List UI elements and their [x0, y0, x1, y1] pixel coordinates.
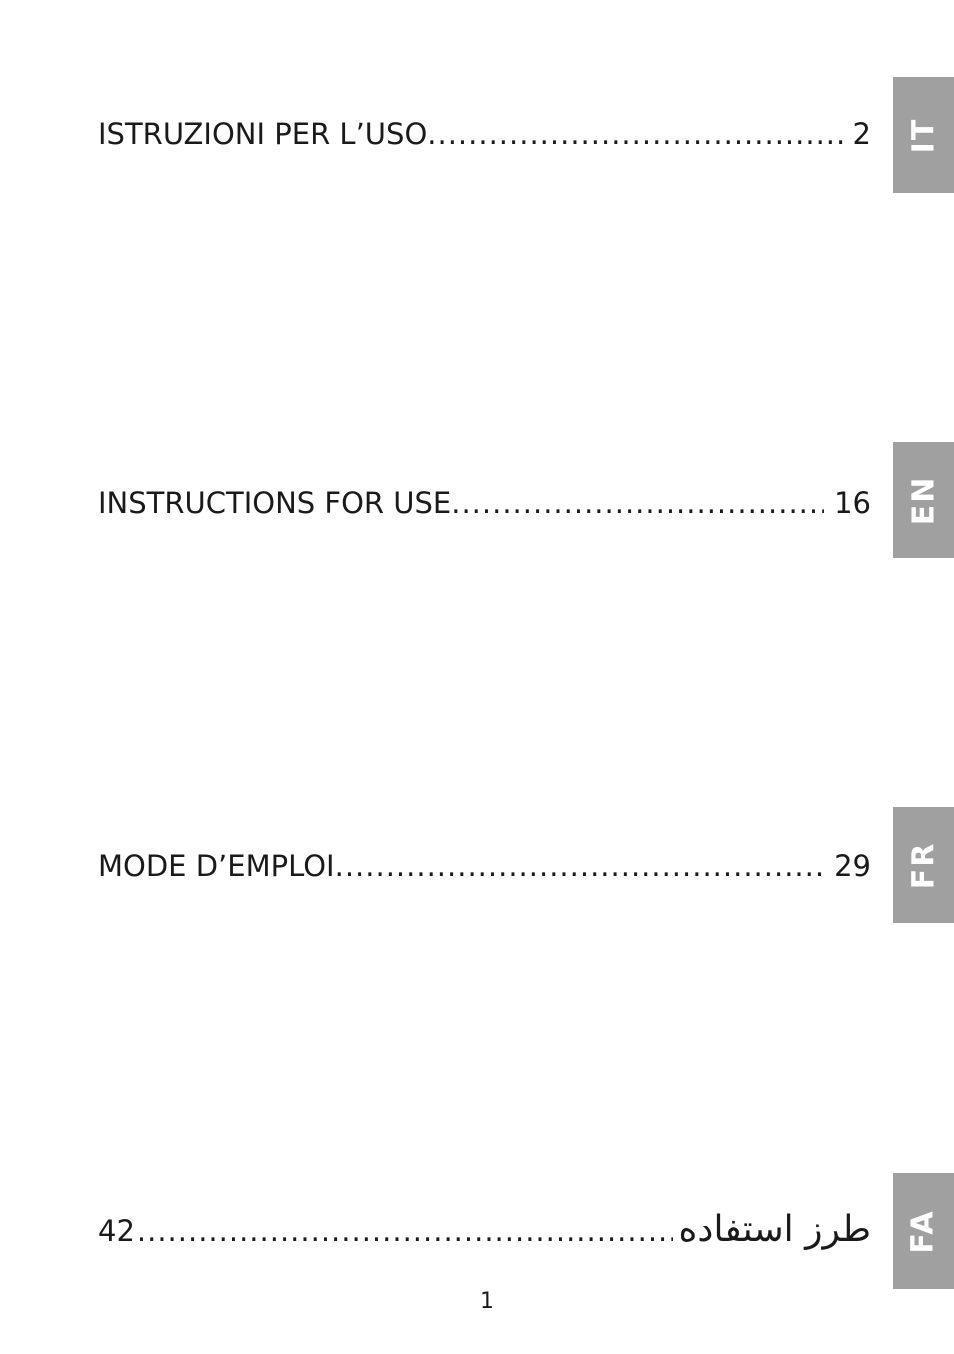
toc-entry-page-number: 42: [98, 1214, 135, 1248]
language-tab-label: IT: [905, 117, 941, 153]
toc-entry-title: طرز استفاده: [678, 1209, 871, 1250]
language-tab-label: FR: [906, 841, 941, 889]
language-tab-it[interactable]: IT: [893, 77, 954, 193]
language-tab-label: EN: [905, 475, 941, 525]
toc-entry-page-number: 29: [834, 849, 871, 883]
toc-entry-fr[interactable]: MODE D’EMPLOI 29: [98, 844, 871, 888]
toc-entry-title: MODE D’EMPLOI: [98, 849, 335, 883]
toc-entry-fa[interactable]: 42 طرز استفاده: [98, 1208, 871, 1252]
toc-entry-title: ISTRUZIONI PER L’USO: [98, 117, 428, 151]
toc-entry-page-number: 2: [852, 117, 871, 151]
dot-leader: [427, 112, 842, 156]
toc-entry-page-number: 16: [834, 486, 871, 520]
language-tab-fa[interactable]: FA: [893, 1173, 954, 1289]
language-tab-en[interactable]: EN: [893, 442, 954, 558]
language-tab-label: FA: [906, 1208, 941, 1254]
dot-leader: [335, 844, 824, 888]
toc-entry-title: INSTRUCTIONS FOR USE: [98, 486, 452, 520]
toc-entry-en[interactable]: INSTRUCTIONS FOR USE 16: [98, 481, 871, 525]
dot-leader: [451, 481, 824, 525]
toc-entry-it[interactable]: ISTRUZIONI PER L’USO 2: [98, 112, 871, 156]
dot-leader: [137, 1209, 673, 1253]
language-tab-fr[interactable]: FR: [893, 807, 954, 923]
page-number: 1: [480, 1289, 494, 1314]
